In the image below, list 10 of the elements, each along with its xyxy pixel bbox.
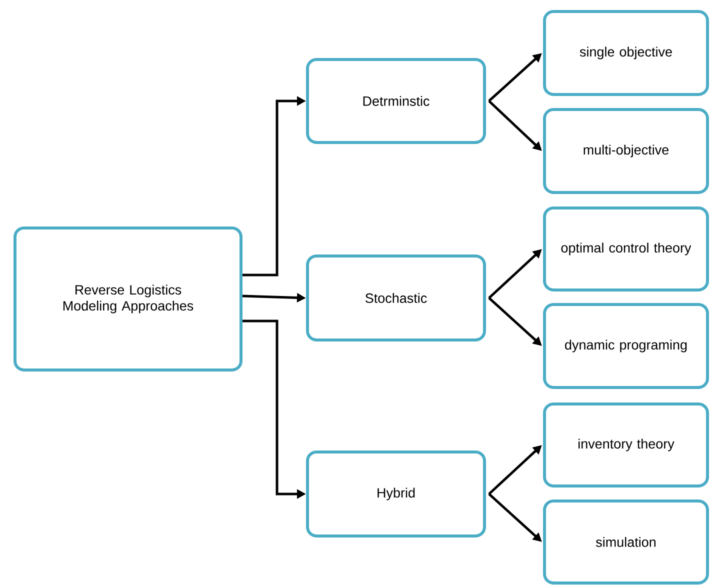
method-box: simulation	[543, 499, 709, 584]
method-box: single objective	[543, 10, 709, 96]
method-box: dynamic programing	[543, 302, 709, 389]
method-box: multi-objective	[543, 108, 709, 194]
method-box: inventory theory	[543, 402, 709, 488]
method-box: optimal control theory	[543, 206, 709, 292]
category-box: Hybrid	[306, 450, 486, 538]
category-box: Stochastic	[306, 254, 486, 342]
category-box: Reverse Logistics Modeling Approaches	[14, 226, 242, 372]
category-box: Detrminstic	[306, 58, 486, 144]
